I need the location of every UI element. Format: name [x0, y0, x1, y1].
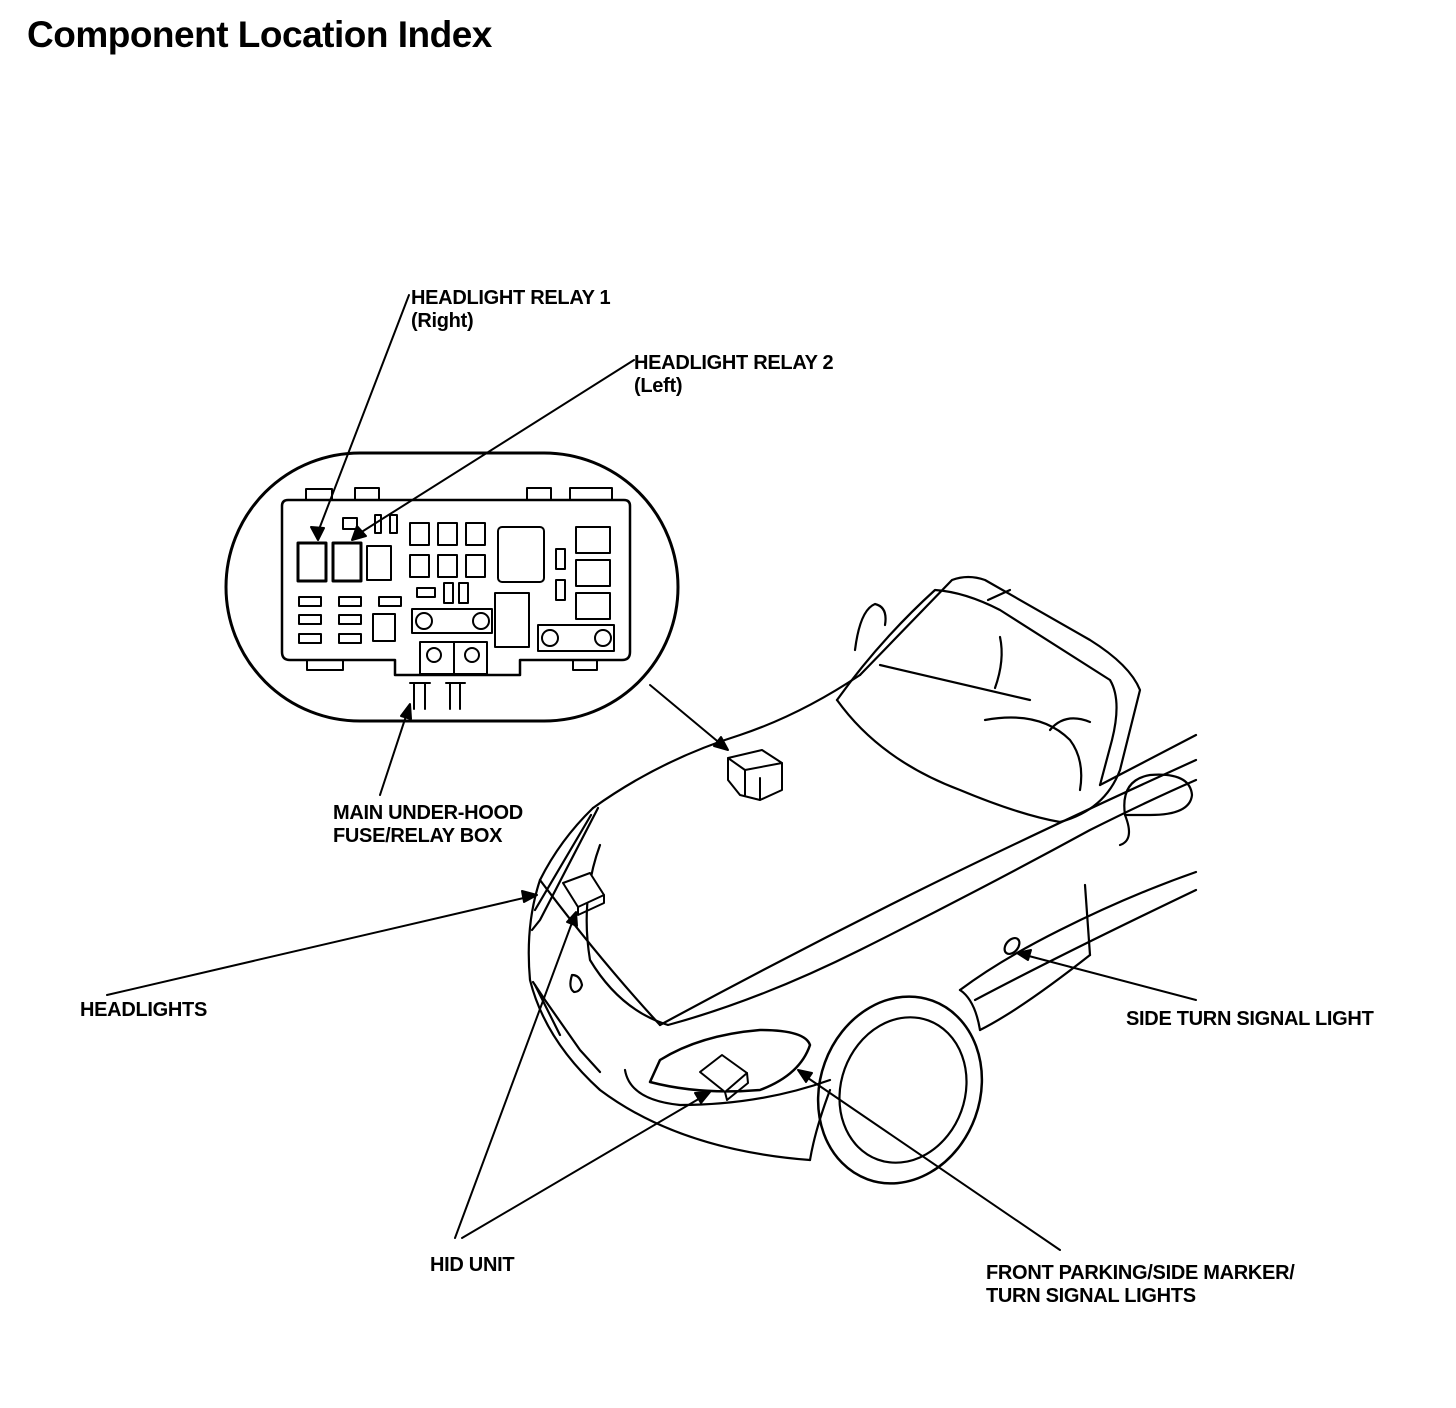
label-headlight-relay-2-line2: (Left) — [634, 375, 683, 397]
fuse-box-inset — [226, 453, 678, 721]
label-headlight-relay-1: HEADLIGHT RELAY 1 (Right) — [411, 287, 611, 333]
hid-unit-lower — [700, 1055, 748, 1100]
label-headlight-relay-1-line2: (Right) — [411, 310, 474, 332]
label-front-parking-lights: FRONT PARKING/SIDE MARKER/ TURN SIGNAL L… — [986, 1262, 1295, 1308]
page-title: Component Location Index — [27, 14, 492, 55]
component-leader-lines — [107, 891, 1196, 1250]
label-side-turn-signal-light: SIDE TURN SIGNAL LIGHT — [1126, 1008, 1374, 1030]
fuse-box-on-car — [728, 750, 782, 800]
label-front-parking-lights-line2: TURN SIGNAL LIGHTS — [986, 1285, 1196, 1307]
car-outline — [529, 577, 1196, 1207]
leader-lines — [311, 295, 728, 795]
label-fuse-relay-box-line2: FUSE/RELAY BOX — [333, 825, 503, 847]
label-fuse-relay-box-line1: MAIN UNDER-HOOD — [333, 802, 523, 824]
label-headlights: HEADLIGHTS — [80, 999, 208, 1021]
label-fuse-relay-box: MAIN UNDER-HOOD FUSE/RELAY BOX — [333, 802, 523, 848]
label-headlight-relay-1-line1: HEADLIGHT RELAY 1 — [411, 287, 611, 309]
label-front-parking-lights-line1: FRONT PARKING/SIDE MARKER/ — [986, 1262, 1295, 1284]
label-headlight-relay-2-line1: HEADLIGHT RELAY 2 — [634, 352, 834, 374]
hid-unit-upper — [563, 873, 604, 915]
label-headlight-relay-2: HEADLIGHT RELAY 2 (Left) — [634, 352, 834, 398]
label-hid-unit: HID UNIT — [430, 1254, 515, 1276]
